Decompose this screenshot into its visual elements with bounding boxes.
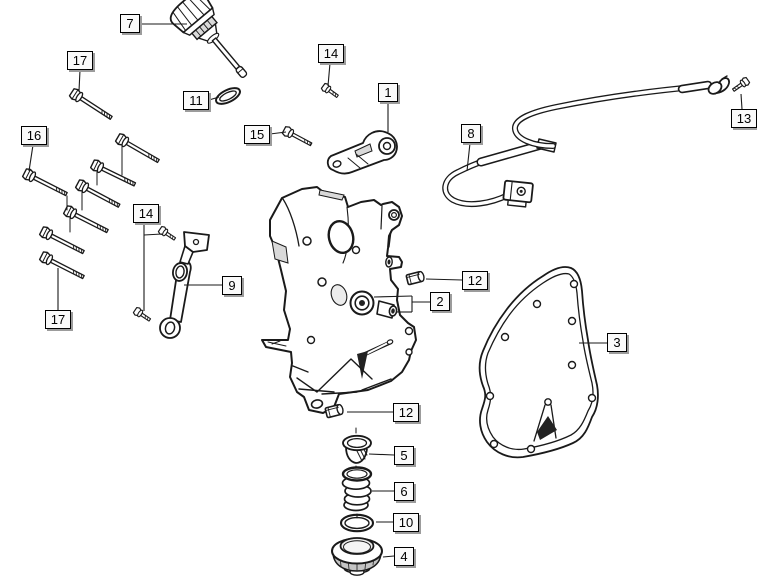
part-oil-dipstick [169, 0, 248, 79]
callout-small-screw-pair: 14 [133, 204, 159, 223]
part-flange-bolt-17-bottom [38, 250, 87, 283]
callout-ground-cable: 8 [461, 124, 481, 143]
leader-line [382, 555, 395, 558]
callout-oil-dipstick: 7 [120, 14, 140, 33]
part-flange-bolt-17-top [68, 86, 115, 124]
part-screw-13 [730, 75, 751, 95]
leader-line [466, 142, 471, 172]
leader-line [740, 93, 743, 110]
part-oil-strainer-5 [342, 427, 372, 471]
leader-line [368, 453, 395, 456]
callout-flange-bolt: 17 [45, 310, 71, 329]
leader-line [373, 295, 413, 298]
callout-stay-bracket: 9 [222, 276, 242, 295]
leader-line [28, 144, 34, 172]
part-flange-bolt-set-16 [21, 131, 162, 258]
callout-small-screw: 14 [318, 44, 344, 63]
callout-spring: 6 [394, 482, 414, 501]
callout-dowel-pin: 12 [462, 271, 488, 290]
leader-line [78, 69, 81, 92]
part-screw-15 [281, 124, 315, 150]
part-screw-14-left-lower [132, 305, 153, 325]
part-o-ring-10 [339, 513, 375, 533]
part-gasket-3 [478, 266, 599, 459]
part-oil-filter-cap-4 [331, 537, 383, 576]
part-crankcase-2 [261, 186, 417, 414]
part-screw-14-top [320, 81, 341, 101]
callout-oil-filter-cap: 4 [394, 547, 414, 566]
callout-o-ring-small: 11 [183, 91, 209, 110]
callout-screw: 15 [244, 125, 270, 144]
leader-line [425, 278, 463, 281]
leader-line [143, 233, 163, 236]
callout-support-bracket: 1 [378, 83, 398, 102]
part-stay-bracket-9 [159, 231, 210, 339]
callout-cover-gasket: 3 [607, 333, 627, 352]
leader-line [208, 96, 220, 101]
part-ground-cable-8 [442, 75, 730, 208]
part-o-ring-11 [215, 87, 241, 105]
callout-flange-bolt-set: 16 [21, 126, 47, 145]
callout-small-screw: 13 [731, 109, 757, 128]
leader-line [269, 131, 287, 135]
callout-dowel-pin: 12 [393, 403, 419, 422]
callout-flange-bolt: 17 [67, 51, 93, 70]
callout-o-ring: 10 [393, 513, 419, 532]
leader-lines [28, 23, 743, 558]
part-dowel-pin-12-upper [405, 270, 426, 286]
leader-line [327, 62, 331, 87]
callout-crankcase-half: 2 [430, 292, 450, 311]
part-support-bracket-1 [326, 130, 398, 175]
part-spring-6 [341, 466, 373, 512]
callout-oil-strainer: 5 [394, 446, 414, 465]
